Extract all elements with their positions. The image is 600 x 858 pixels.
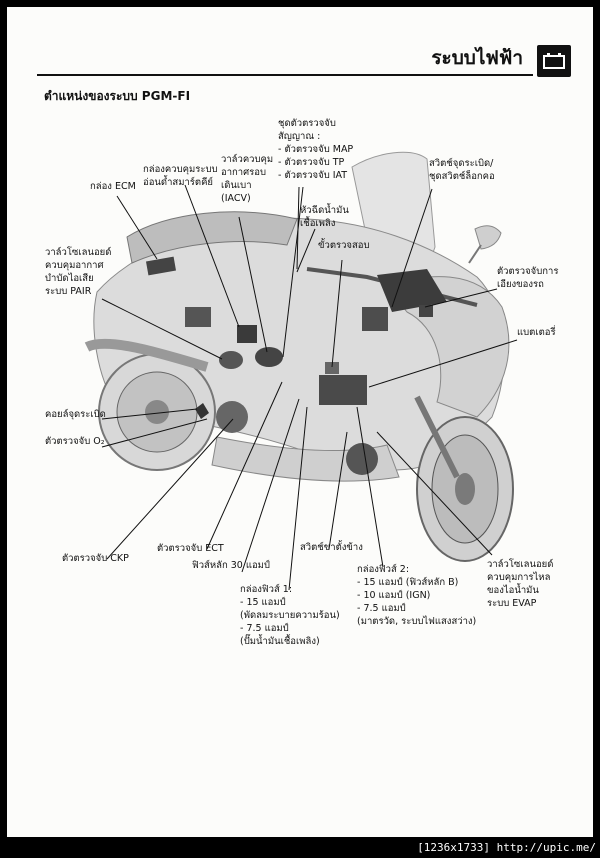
label-side-stand-switch: สวิตช์ขาตั้งข้าง xyxy=(300,541,363,554)
header-divider xyxy=(37,74,533,76)
label-line: อ่อนด้ำสมาร์ตคีย์ xyxy=(143,177,213,188)
label-line: ฟิวส์หลัก 30 แอมป์ xyxy=(192,560,270,571)
section-title: ตำแหน่งของระบบ PGM-FI xyxy=(44,89,191,103)
motorcycle-illustration xyxy=(84,151,518,591)
label-line: ชุดตัวตรวจจับ xyxy=(278,118,336,129)
label-line: เดินเบา xyxy=(221,180,252,191)
label-line: เชื้อเพลิง xyxy=(300,218,336,229)
label-line: กล่องฟิวส์ 1: xyxy=(240,584,293,595)
label-line: ควบคุมการไหล xyxy=(487,572,551,583)
page-title: ระบบไฟฟ้า xyxy=(431,47,523,69)
label-line: วาล์วโซเลนอยด์ xyxy=(45,247,112,258)
label-ckp-sensor: ตัวตรวจจับ CKP xyxy=(62,552,129,565)
label-o2-sensor: ตัวตรวจจับ O₂ xyxy=(45,435,105,448)
label-line: - 10 แอมป์ (IGN) xyxy=(357,590,431,601)
label-pair-valve: วาล์วโซเลนอยด์ ควบคุมอากาศ บำบัดไอเสีย ร… xyxy=(45,246,111,298)
label-line: แบตเตอรี่ xyxy=(517,327,556,338)
label-line: สวิตช์ขาตั้งข้าง xyxy=(300,542,363,553)
label-line: - 15 แอมป์ xyxy=(240,597,286,608)
label-line: - 7.5 แอมป์ xyxy=(240,623,289,634)
label-line: ระบบ EVAP xyxy=(487,598,537,609)
label-line: ของไอน้ำมัน xyxy=(487,585,539,596)
label-ignition-coil: คอยล์จุดระเบิด xyxy=(45,408,106,421)
label-line: - 15 แอมป์ (ฟิวส์หลัก B) xyxy=(357,577,459,588)
label-line: ชุดสวิตช์ล็อกคอ xyxy=(429,171,495,182)
label-ignition-switch: สวิตช์จุดระเบิด/ ชุดสวิตช์ล็อกคอ xyxy=(429,157,495,183)
label-line: ตัวตรวจจับการ xyxy=(497,266,559,277)
label-line: ควบคุมอากาศ xyxy=(45,260,104,271)
label-line: ตัวตรวจจับ CKP xyxy=(62,553,129,564)
label-line: ขั้วตรวจสอบ xyxy=(318,240,370,251)
label-line: - ตัวตรวจจับ IAT xyxy=(278,170,348,181)
label-smart-key-box: กล่องควบคุมระบบ อ่อนด้ำสมาร์ตคีย์ xyxy=(143,163,218,189)
label-line: กล่อง ECM xyxy=(90,181,136,192)
label-line: ตัวตรวจจับ O₂ xyxy=(45,436,105,447)
label-line: กล่องควบคุมระบบ xyxy=(143,164,218,175)
label-injector: หัวฉีดน้ำมัน เชื้อเพลิง xyxy=(300,204,349,230)
label-line: หัวฉีดน้ำมัน xyxy=(300,205,349,216)
label-battery: แบตเตอรี่ xyxy=(517,326,556,339)
label-line: (พัดลมระบายความร้อน) xyxy=(240,610,340,621)
label-line: อากาศรอบ xyxy=(221,167,266,178)
label-line: (มาตรวัด, ระบบไฟแสงสว่าง) xyxy=(357,616,477,627)
label-evap-valve: วาล์วโซเลนอยด์ ควบคุมการไหล ของไอน้ำมัน … xyxy=(487,558,553,610)
label-line: (ปั๊มน้ำมันเชื้อเพลิง) xyxy=(240,636,320,647)
label-tilt-sensor: ตัวตรวจจับการ เอียงของรถ xyxy=(497,265,558,291)
label-line: สัญญาณ : xyxy=(278,131,321,142)
label-line: - ตัวตรวจจับ MAP xyxy=(278,144,354,155)
label-line: กล่องฟิวส์ 2: xyxy=(357,564,410,575)
label-line: คอยล์จุดระเบิด xyxy=(45,409,106,420)
label-ect-sensor: ตัวตรวจจับ ECT xyxy=(157,542,224,555)
label-fuse-box-1: กล่องฟิวส์ 1: - 15 แอมป์ (พัดลมระบายความ… xyxy=(240,583,340,648)
footer-bar xyxy=(0,837,600,858)
label-line: สวิตช์จุดระเบิด/ xyxy=(429,158,494,169)
label-line: วาล์วโซเลนอยด์ xyxy=(487,559,554,570)
label-line: (IACV) xyxy=(221,193,251,204)
manual-page: ระบบไฟฟ้า ตำแหน่งของระบบ PGM-FI xyxy=(7,7,593,837)
label-line: ระบบ PAIR xyxy=(45,286,92,297)
label-sensor-unit: ชุดตัวตรวจจับ สัญญาณ : - ตัวตรวจจับ MAP … xyxy=(278,117,353,182)
label-ecm-box: กล่อง ECM xyxy=(90,180,136,193)
label-fuse-box-2: กล่องฟิวส์ 2: - 15 แอมป์ (ฟิวส์หลัก B) -… xyxy=(357,563,476,628)
label-line: บำบัดไอเสีย xyxy=(45,273,94,284)
label-line: วาล์วควบคุม xyxy=(221,154,274,165)
label-main-fuse: ฟิวส์หลัก 30 แอมป์ xyxy=(192,559,270,572)
battery-icon xyxy=(537,45,571,77)
label-line: ตัวตรวจจับ ECT xyxy=(157,543,224,554)
image-source-caption: [1236x1733] http://upic.me/ xyxy=(417,841,596,854)
label-line: เอียงของรถ xyxy=(497,279,544,290)
label-line: - ตัวตรวจจับ TP xyxy=(278,157,345,168)
label-line: - 7.5 แอมป์ xyxy=(357,603,406,614)
label-iacv: วาล์วควบคุม อากาศรอบ เดินเบา (IACV) xyxy=(221,153,273,205)
label-check-connector: ขั้วตรวจสอบ xyxy=(318,239,370,252)
